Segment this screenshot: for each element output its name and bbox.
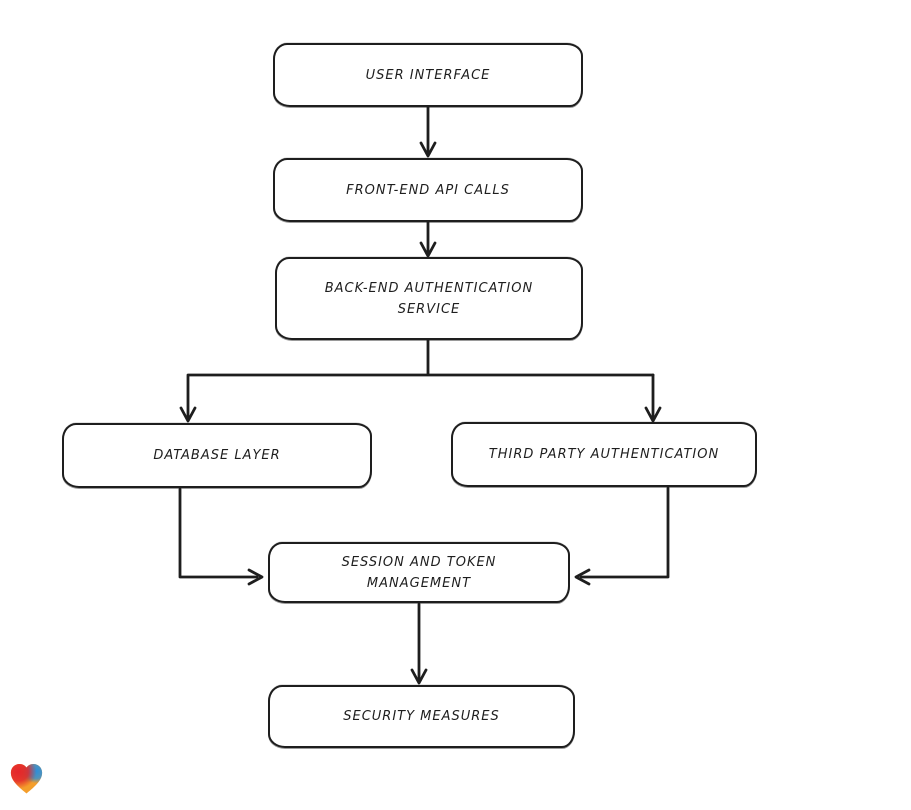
edge-back-end-authentication-service-to-database-layer bbox=[179, 338, 655, 423]
node-security-measures-label: SECURITY MEASURES bbox=[343, 709, 500, 724]
node-back-end-authentication-service-label: BACK-END AUTHENTICATION SERVICE bbox=[324, 280, 534, 317]
node-session-and-token-management-label: SESSION AND TOKEN MANAGEMENT bbox=[341, 554, 497, 591]
edge-front-end-api-calls-to-back-end-authentication-service bbox=[419, 220, 437, 258]
node-security-measures[interactable]: SECURITY MEASURES bbox=[268, 685, 575, 748]
node-front-end-api-calls-label: FRONT-END API CALLS bbox=[346, 182, 510, 198]
node-session-and-token-management[interactable]: SESSION AND TOKEN MANAGEMENT bbox=[268, 542, 570, 603]
node-user-interface-label: USER INTERFACE bbox=[365, 67, 491, 83]
node-third-party-authentication[interactable]: THIRD PARTY AUTHENTICATION bbox=[451, 422, 757, 487]
node-back-end-authentication-service[interactable]: BACK-END AUTHENTICATION SERVICE bbox=[275, 257, 583, 340]
edge-third-party-authentication-to-session-and-token-management bbox=[574, 486, 670, 586]
node-user-interface[interactable]: USER INTERFACE bbox=[273, 43, 583, 107]
node-database-layer[interactable]: DATABASE LAYER bbox=[62, 423, 372, 488]
node-third-party-authentication-label: THIRD PARTY AUTHENTICATION bbox=[488, 447, 720, 462]
heart-shape bbox=[10, 763, 43, 794]
edge-user-interface-to-front-end-api-calls bbox=[419, 105, 437, 158]
node-database-layer-label: DATABASE LAYER bbox=[153, 448, 281, 463]
edge-database-layer-to-session-and-token-management bbox=[178, 487, 264, 586]
gradient-heart-logo[interactable] bbox=[8, 760, 45, 798]
edge-back-end-authentication-service-to-third-party-authentication bbox=[644, 373, 662, 423]
node-front-end-api-calls[interactable]: FRONT-END API CALLS bbox=[273, 158, 583, 222]
edge-session-and-token-management-to-security-measures bbox=[410, 602, 428, 685]
